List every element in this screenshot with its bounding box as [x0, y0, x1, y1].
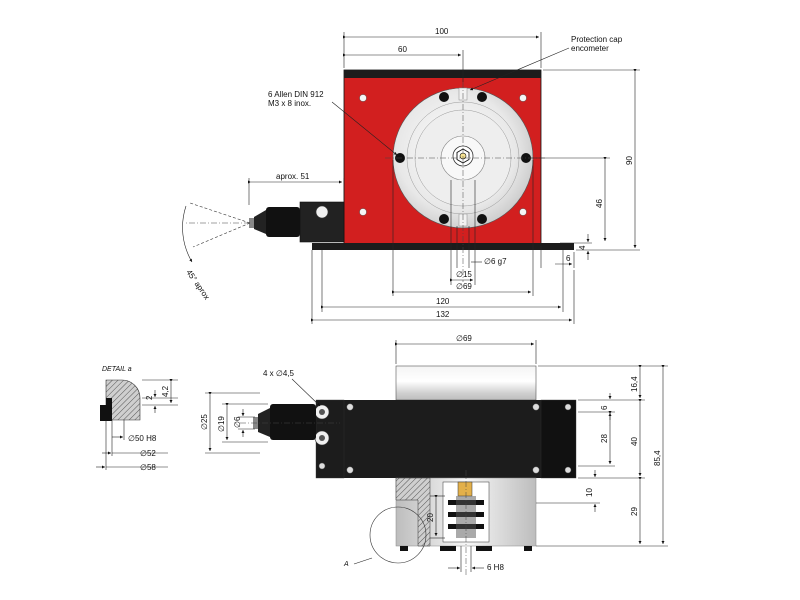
leader-allen	[331, 101, 398, 156]
allen-screw-1	[439, 92, 449, 102]
block-end-plate	[540, 399, 577, 479]
leader-holes	[291, 378, 321, 407]
allen-screw-5	[439, 214, 449, 224]
dim-d2: 2	[145, 395, 154, 400]
dim-d42: 4,2	[161, 385, 170, 397]
dim-85-4: 85,4	[653, 450, 662, 466]
corner-hole-bl	[359, 208, 367, 216]
dim-25: ∅25	[200, 414, 209, 430]
angle-label: 45° aprox	[184, 268, 211, 301]
allen-screw-6	[477, 214, 487, 224]
dim-40: 40	[630, 437, 639, 446]
dim-28: 28	[600, 434, 609, 443]
gland-tip	[249, 218, 254, 228]
detail-seal-top	[106, 398, 112, 405]
dim-d50h8: ∅50 H8	[128, 434, 157, 443]
dim-10: 10	[585, 488, 594, 497]
dim-6: 6	[566, 254, 571, 263]
dim-d58: ∅58	[140, 463, 156, 472]
cone-line-lower	[192, 222, 251, 248]
bracket-screw-top-core	[319, 409, 325, 415]
note-allen-2: M3 x 8 inox.	[268, 99, 311, 108]
note-holes: 4 x ∅4,5	[263, 369, 295, 378]
foot-4	[524, 546, 532, 551]
dim-s6: ∅6	[233, 416, 242, 428]
dim-16-4: 16,4	[630, 376, 639, 392]
dim-29: 29	[630, 507, 639, 516]
block-screw-5	[564, 403, 572, 411]
detail-leader	[353, 557, 373, 565]
note-allen-1: 6 Allen DIN 912	[268, 90, 324, 99]
cone-line-upper	[189, 202, 251, 224]
side-gland-cone	[258, 408, 270, 437]
main-block	[344, 400, 576, 478]
connector-screw	[315, 205, 329, 219]
corner-hole-br	[519, 208, 527, 216]
dim-4: 4	[578, 245, 587, 250]
dim-6g7: ∅6 g7	[484, 257, 507, 266]
foot-1	[440, 546, 456, 551]
dim-15: ∅15	[456, 270, 472, 279]
block-screw-7	[318, 462, 326, 470]
base-plate	[312, 243, 574, 250]
side-view: A ∅69 4 x ∅4,5 ∅25 ∅19 ∅6 85,4 16,4 4	[200, 334, 668, 575]
detail-section	[105, 379, 141, 421]
detail-seal	[100, 405, 112, 421]
encoder-cylinder	[395, 365, 537, 401]
dim-132: 132	[436, 310, 450, 319]
leader-protection-cap	[469, 47, 570, 91]
note-protection-cap-2: encometer	[571, 44, 609, 53]
foot-3	[400, 546, 408, 551]
detail-view: DETAIL a 2 4,2 ∅50 H8 ∅52 ∅58	[96, 366, 178, 472]
cable-gland	[266, 207, 300, 237]
block-screw-4	[532, 466, 540, 474]
dim-69: ∅69	[456, 282, 472, 291]
allen-screw-2	[477, 92, 487, 102]
dim-19: ∅19	[217, 416, 226, 432]
note-protection-cap-1: Protection cap	[571, 35, 623, 44]
top-view: 45° aprox 100 60 Protection cap encomete…	[182, 27, 640, 324]
block-screw-1	[346, 403, 354, 411]
gland-cone	[254, 210, 266, 234]
detail-circle	[369, 506, 427, 564]
detail-label-a: A	[343, 561, 349, 568]
shaft-set-screw	[457, 481, 473, 497]
angle-arc	[182, 205, 193, 263]
corner-hole-tl	[359, 94, 367, 102]
detail-title: DETAIL a	[102, 366, 132, 373]
foot-2	[476, 546, 492, 551]
dim-100: 100	[435, 27, 449, 36]
corner-hole-tr	[519, 94, 527, 102]
dim-6h8: 6 H8	[487, 563, 504, 572]
hatched-section-left	[395, 477, 431, 547]
dim-d52: ∅52	[140, 449, 156, 458]
block-screw-6	[564, 466, 572, 474]
dim-s69: ∅69	[456, 334, 472, 343]
dim-120: 120	[436, 297, 450, 306]
dim-aprox-51: aprox. 51	[276, 172, 310, 181]
block-screw-2	[346, 466, 354, 474]
housing-top-strip	[344, 70, 541, 78]
dim-46: 46	[595, 199, 604, 208]
side-cable-gland	[270, 404, 316, 440]
dim-20: 20	[426, 513, 435, 522]
dim-60: 60	[398, 45, 407, 54]
dim-90: 90	[625, 156, 634, 165]
bracket-screw-bottom-core	[319, 435, 325, 441]
block-screw-3	[532, 403, 540, 411]
dim-6-side: 6	[600, 405, 609, 410]
